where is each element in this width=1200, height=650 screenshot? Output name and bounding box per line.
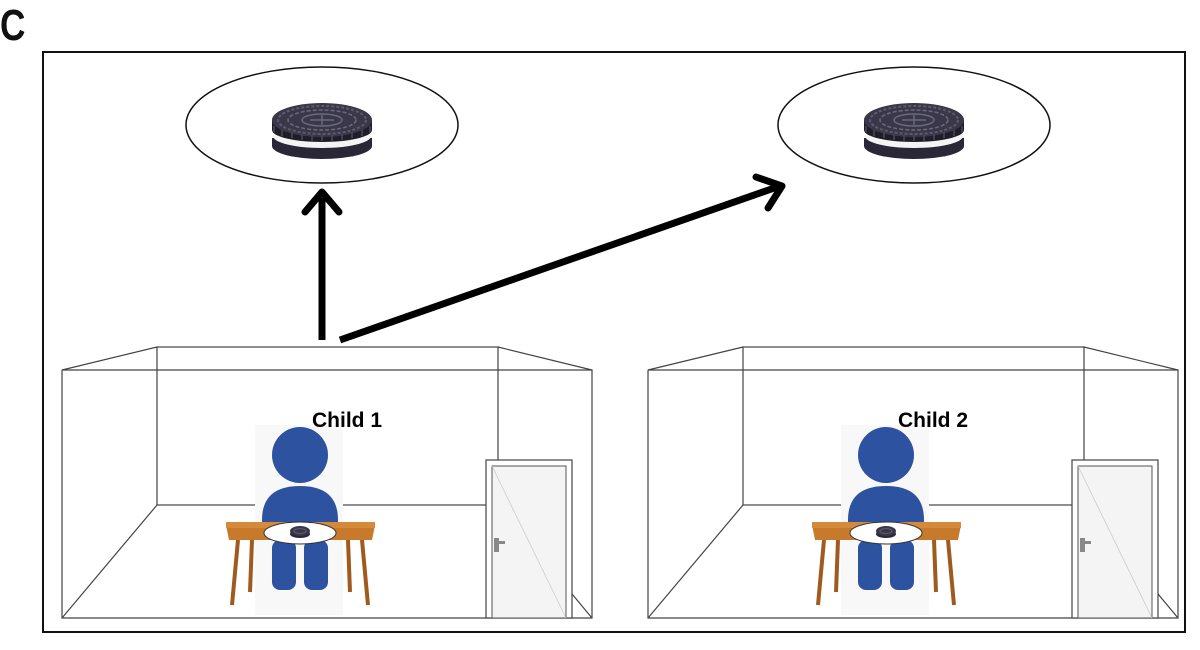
outer-frame bbox=[42, 51, 1186, 633]
arrow-up bbox=[301, 188, 343, 340]
thought-bubble-left bbox=[185, 66, 459, 184]
child-2-label: Child 2 bbox=[898, 409, 968, 432]
room-child-1: Child 1 bbox=[61, 346, 593, 619]
door-icon bbox=[1071, 459, 1159, 619]
oreo-cookie-icon bbox=[875, 525, 897, 539]
room-child-2: Child 2 bbox=[647, 346, 1179, 619]
oreo-cookie-icon bbox=[863, 102, 965, 160]
child-1-label: Child 1 bbox=[312, 409, 382, 432]
arrow-diagonal bbox=[338, 173, 786, 344]
table bbox=[226, 521, 375, 606]
thought-bubble-right bbox=[777, 66, 1051, 184]
oreo-cookie-icon bbox=[271, 102, 373, 160]
table bbox=[812, 521, 961, 606]
oreo-cookie-icon bbox=[289, 525, 311, 539]
panel-label: C bbox=[0, 1, 26, 50]
door-icon bbox=[485, 459, 573, 619]
